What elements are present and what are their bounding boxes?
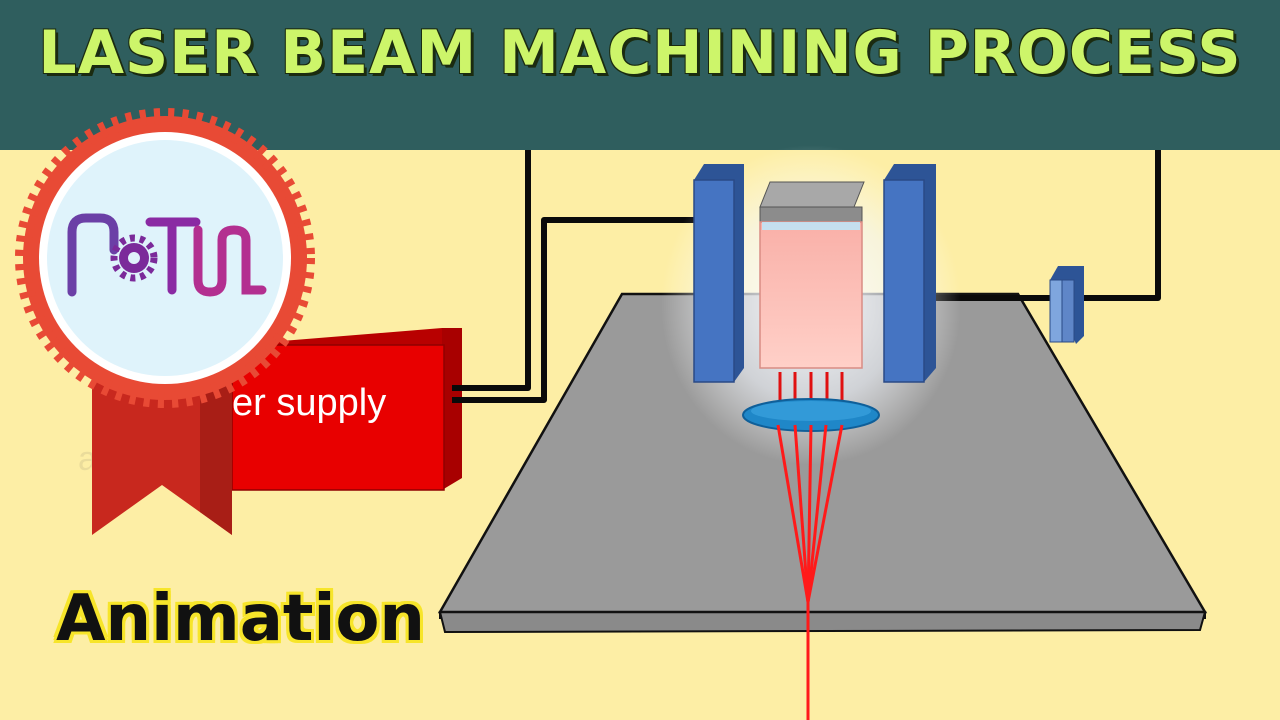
power-supply-box [231,328,462,491]
gear-icon [110,234,158,282]
mtw-logo-badge [15,108,315,408]
laser-beams-focused [776,424,844,720]
page-title: LASER BEAM MACHINING PROCESS [38,18,1242,88]
right-reflector [883,164,936,383]
capacitor-component [1049,266,1084,344]
animation-caption: Animation [56,582,425,656]
laser-beams-upper [778,372,844,402]
left-reflector [693,164,744,383]
focusing-lens [742,398,880,432]
laser-rod [759,181,865,369]
power-supply-label: er supply [232,382,387,424]
